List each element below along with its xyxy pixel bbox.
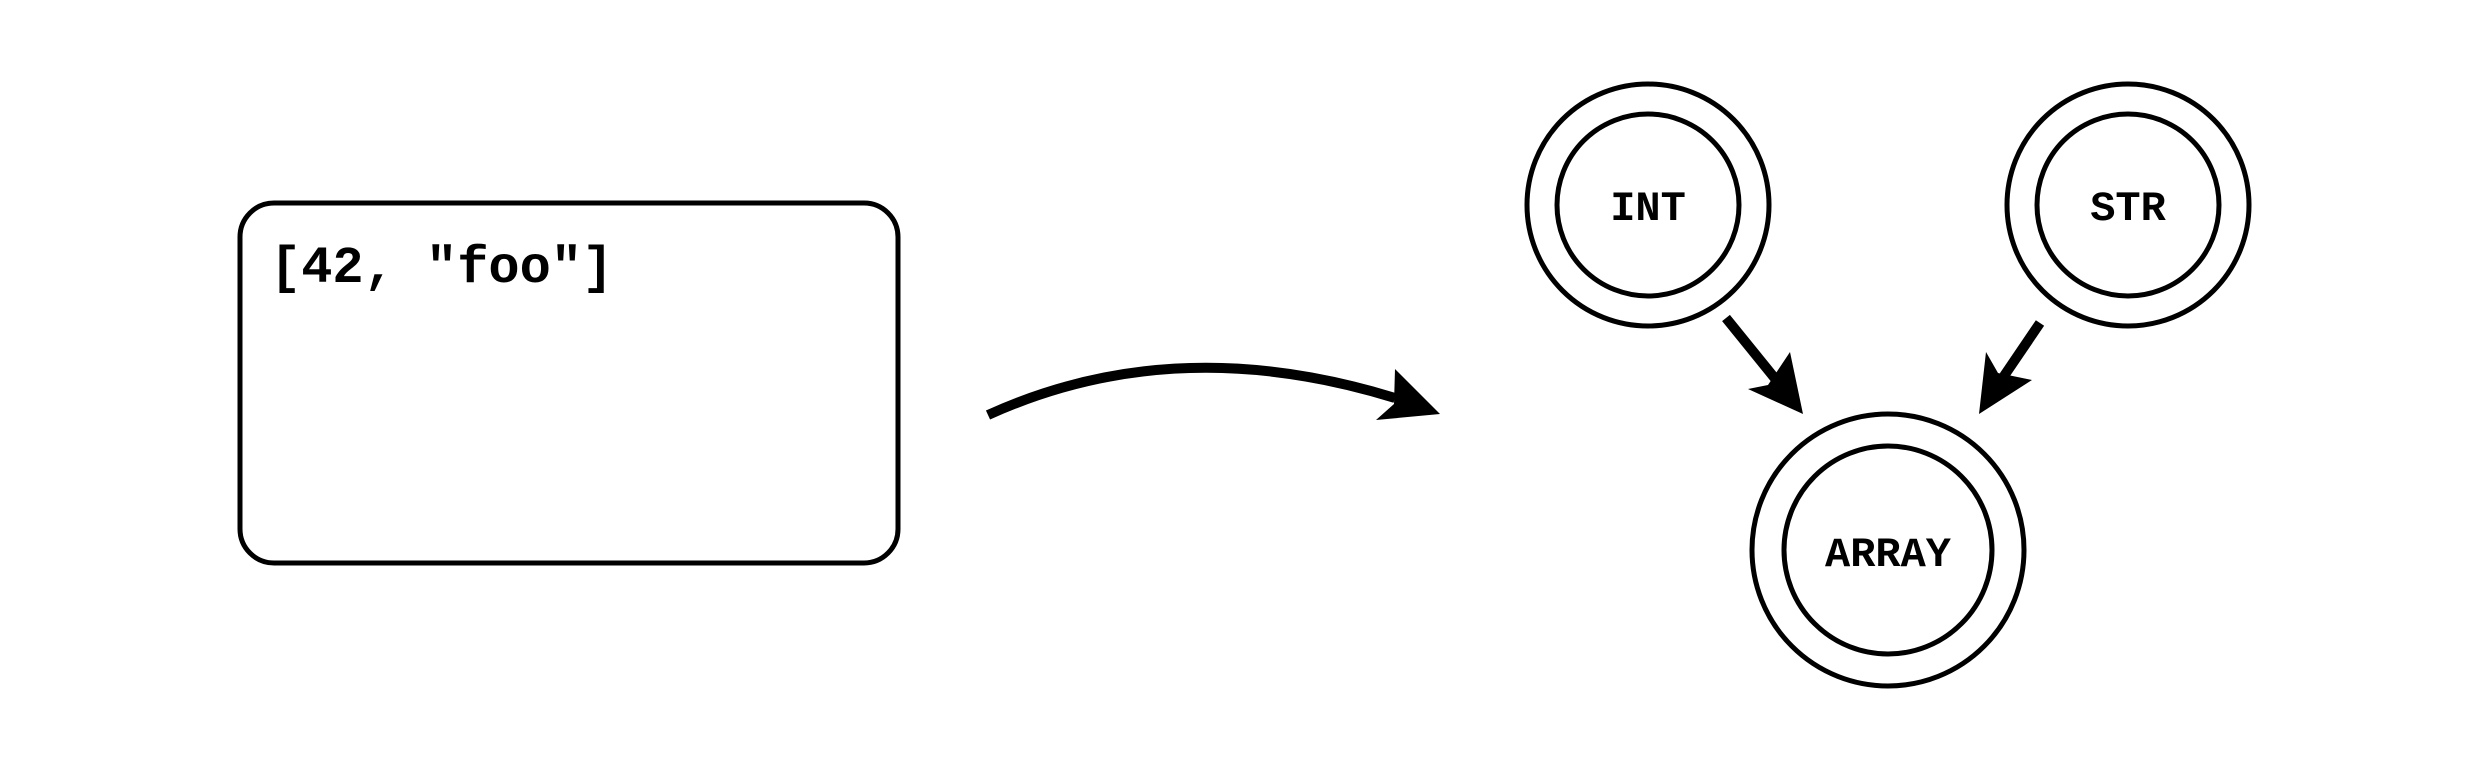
node-int: INT: [1524, 81, 1772, 329]
node-str-label: STR: [2090, 185, 2166, 233]
node-str-inner-ring: [2034, 111, 2222, 299]
transform-arrow-head: [1376, 369, 1440, 420]
edge-str-to-array: [1979, 320, 2045, 414]
code-box-frame: [237, 200, 901, 566]
node-int-label: INT: [1610, 185, 1686, 233]
node-array-label: ARRAY: [1825, 531, 1952, 579]
code-box: [42, "foo"]: [237, 200, 901, 566]
node-str: STR: [2004, 81, 2252, 329]
code-box-text: [42, "foo"]: [270, 239, 613, 298]
node-int-inner-ring: [1554, 111, 1742, 299]
node-int-outer-ring: [1524, 81, 1772, 329]
transform-arrow-shaft: [985, 362, 1397, 420]
node-array-outer-ring: [1749, 411, 2027, 689]
node-array-inner-ring: [1781, 443, 1995, 657]
edge-str-to-array-shaft: [1999, 320, 2045, 379]
edge-str-to-array-head: [1979, 352, 2032, 414]
node-str-outer-ring: [2004, 81, 2252, 329]
transform-arrow: [985, 362, 1440, 420]
edge-int-to-array-head: [1748, 352, 1803, 414]
node-array: ARRAY: [1749, 411, 2027, 689]
edge-int-to-array: [1722, 314, 1803, 414]
